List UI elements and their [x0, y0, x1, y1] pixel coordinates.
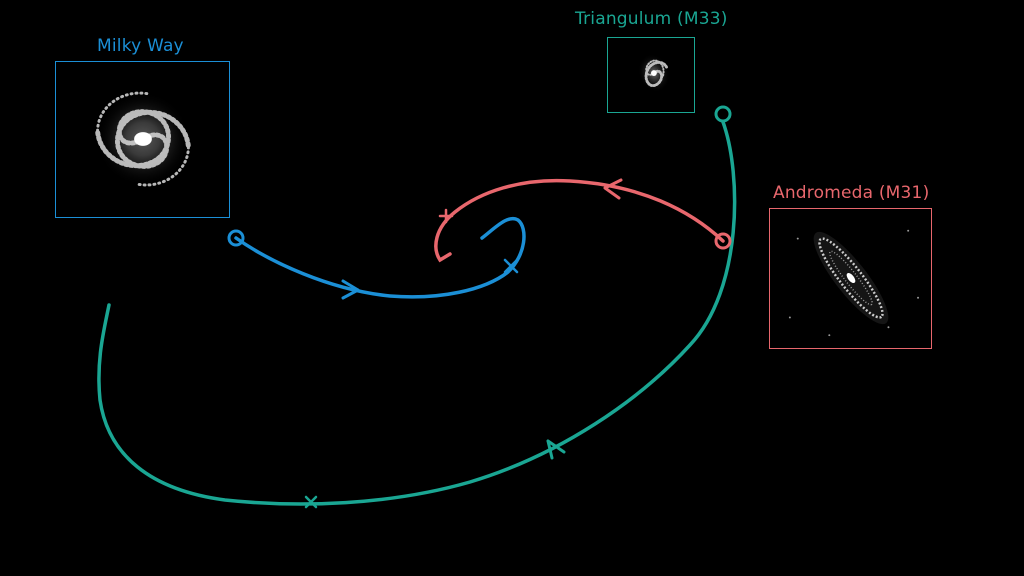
milky-way-label: Milky Way — [97, 36, 184, 56]
andromeda-orbit-path — [434, 178, 725, 263]
triangulum-orbit-path — [97, 120, 737, 506]
andromeda-end-marker — [438, 208, 454, 224]
triangulum-end-marker — [304, 495, 318, 509]
triangulum-image-frame — [607, 37, 695, 113]
andromeda-label: Andromeda (M31) — [773, 183, 930, 203]
milky-way-end-marker — [503, 258, 519, 274]
milky-way-image-frame — [55, 61, 230, 218]
triangulum-start-marker — [714, 105, 732, 123]
milky-way-start-marker — [227, 229, 245, 247]
andromeda-galaxy-image — [788, 229, 920, 337]
triangulum-label: Triangulum (M33) — [575, 9, 728, 29]
andromeda-start-marker — [714, 232, 732, 250]
andromeda-direction-arrow — [603, 178, 623, 200]
andromeda-image-frame — [769, 208, 932, 349]
milky-way-direction-arrow — [341, 279, 360, 300]
milky-way-galaxy-image — [95, 91, 191, 187]
milky-way-orbit-path — [234, 216, 526, 299]
triangulum-direction-arrow — [546, 439, 566, 460]
triangulum-galaxy-image — [637, 53, 671, 93]
